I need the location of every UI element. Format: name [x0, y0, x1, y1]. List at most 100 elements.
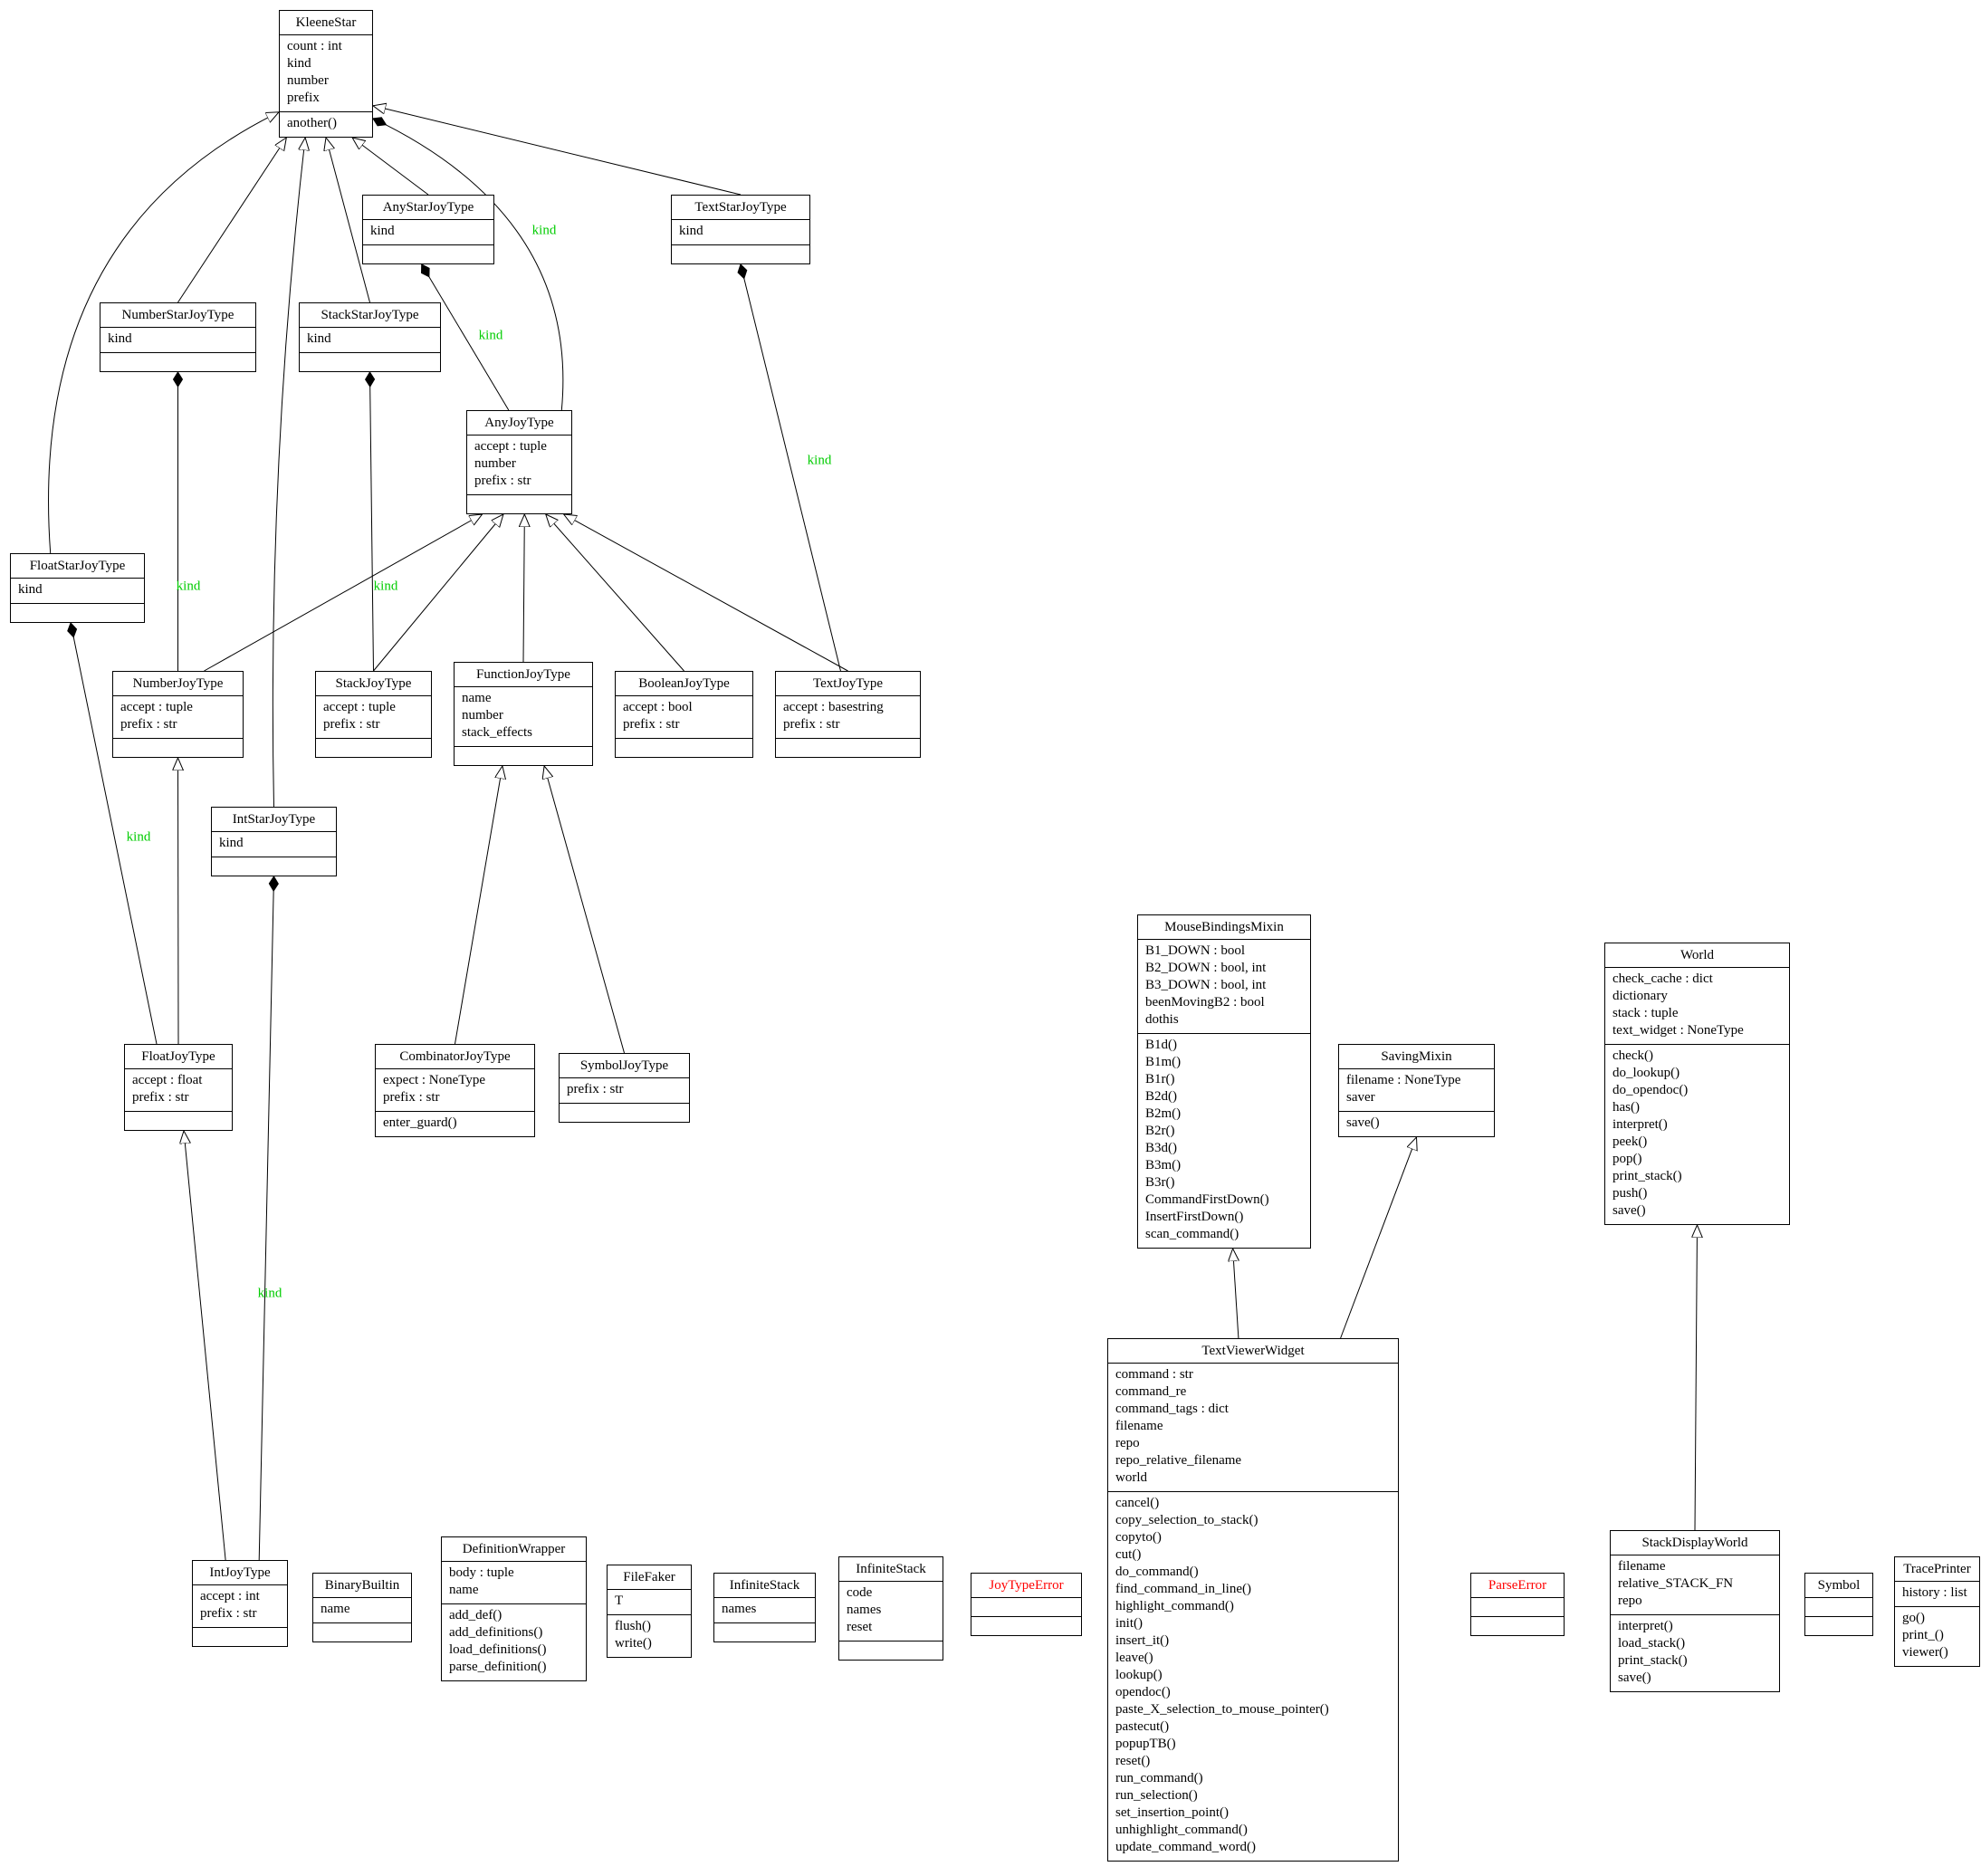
aggregation-edge: [258, 876, 279, 1561]
method: opendoc(): [1115, 1685, 1171, 1699]
attributes-section: T: [608, 1589, 691, 1614]
class-name: FunctionJoyType: [476, 667, 570, 682]
kind-label: kind: [176, 579, 201, 594]
class-name: TracePrinter: [1903, 1562, 1971, 1576]
class-name: CombinatorJoyType: [399, 1049, 511, 1064]
method: viewer(): [1902, 1645, 1948, 1660]
attribute: number: [462, 708, 503, 723]
method: save(): [1618, 1670, 1651, 1685]
kind-label: kind: [807, 453, 832, 468]
attribute: check_cache : dict: [1613, 972, 1713, 986]
methods-section: [560, 1103, 689, 1122]
methods-section: [714, 1622, 815, 1642]
attributes-section: kind: [100, 327, 255, 352]
method: do_lookup(): [1613, 1066, 1680, 1080]
attribute: count : int: [287, 39, 342, 53]
inheritance-edge: [48, 112, 279, 554]
attribute: command : str: [1115, 1367, 1193, 1382]
method: pop(): [1613, 1152, 1642, 1166]
method: print_stack(): [1618, 1653, 1688, 1668]
attribute: prefix : str: [623, 717, 680, 732]
attribute: dothis: [1145, 1012, 1179, 1027]
attribute: accept : tuple: [120, 700, 193, 714]
aggregation-edge: [737, 263, 841, 672]
class-name: AnyStarJoyType: [382, 200, 474, 215]
method: do_command(): [1115, 1565, 1199, 1579]
class-name: Symbol: [1817, 1578, 1861, 1593]
attribute: prefix : str: [383, 1090, 440, 1105]
class-name: SavingMixin: [1381, 1049, 1452, 1064]
methods-section: save(): [1339, 1111, 1494, 1136]
method: B2m(): [1145, 1106, 1182, 1121]
methods-section: [363, 244, 493, 263]
attribute: kind: [287, 56, 311, 71]
class-name: StackDisplayWorld: [1641, 1536, 1748, 1550]
class-box-symbol: Symbol: [1804, 1573, 1873, 1636]
method: scan_command(): [1145, 1227, 1239, 1241]
method: cancel(): [1115, 1496, 1160, 1510]
method: copy_selection_to_stack(): [1115, 1513, 1258, 1527]
aggregation-edge: [67, 622, 158, 1045]
method: load_definitions(): [449, 1642, 547, 1657]
method: leave(): [1115, 1651, 1153, 1665]
attribute: saver: [1346, 1090, 1375, 1105]
attributes-section: prefix : str: [560, 1077, 689, 1103]
attribute: B2_DOWN : bool, int: [1145, 961, 1267, 975]
attribute: history : list: [1902, 1585, 1967, 1600]
aggregation-edge: [372, 117, 564, 411]
attribute: kind: [108, 331, 132, 346]
attributes-section: name: [313, 1597, 411, 1622]
attribute: prefix : str: [474, 474, 531, 488]
methods-section: [839, 1641, 943, 1660]
methods-section: another(): [280, 111, 372, 137]
inheritance-edge: [546, 514, 684, 672]
method: save(): [1346, 1115, 1380, 1130]
methods-section: enter_guard(): [376, 1111, 534, 1136]
class-name: BinaryBuiltin: [324, 1578, 400, 1593]
attribute: T: [615, 1594, 624, 1608]
attributes-section: kind: [11, 578, 144, 603]
methods-section: [193, 1627, 287, 1646]
attribute: accept : basestring: [783, 700, 884, 714]
attribute: beenMovingB2 : bool: [1145, 995, 1265, 1010]
method: interpret(): [1618, 1619, 1673, 1633]
attribute: accept : float: [132, 1073, 203, 1087]
inheritance-edge: [326, 138, 370, 303]
class-name: TextStarJoyType: [694, 200, 787, 215]
method: print_stack(): [1613, 1169, 1682, 1183]
method: InsertFirstDown(): [1145, 1210, 1244, 1224]
method: check(): [1613, 1048, 1653, 1063]
attributes-section: history : list: [1895, 1581, 1979, 1606]
kind-label: kind: [531, 223, 557, 238]
class-name: StackJoyType: [335, 676, 412, 691]
method: update_command_word(): [1115, 1840, 1256, 1854]
attribute: reset: [847, 1620, 873, 1634]
attribute: body : tuple: [449, 1565, 514, 1580]
method: run_command(): [1115, 1771, 1203, 1785]
class-name: InfiniteStack: [729, 1578, 800, 1593]
attribute: repo: [1115, 1436, 1140, 1450]
methods-section: flush()write(): [608, 1614, 691, 1657]
method: go(): [1902, 1611, 1925, 1625]
inheritance-edge: [544, 766, 625, 1054]
method: CommandFirstDown(): [1145, 1192, 1269, 1207]
method: do_opendoc(): [1613, 1083, 1689, 1097]
method: peek(): [1613, 1134, 1648, 1149]
class-name: TextJoyType: [812, 676, 884, 691]
method: B2d(): [1145, 1089, 1177, 1104]
